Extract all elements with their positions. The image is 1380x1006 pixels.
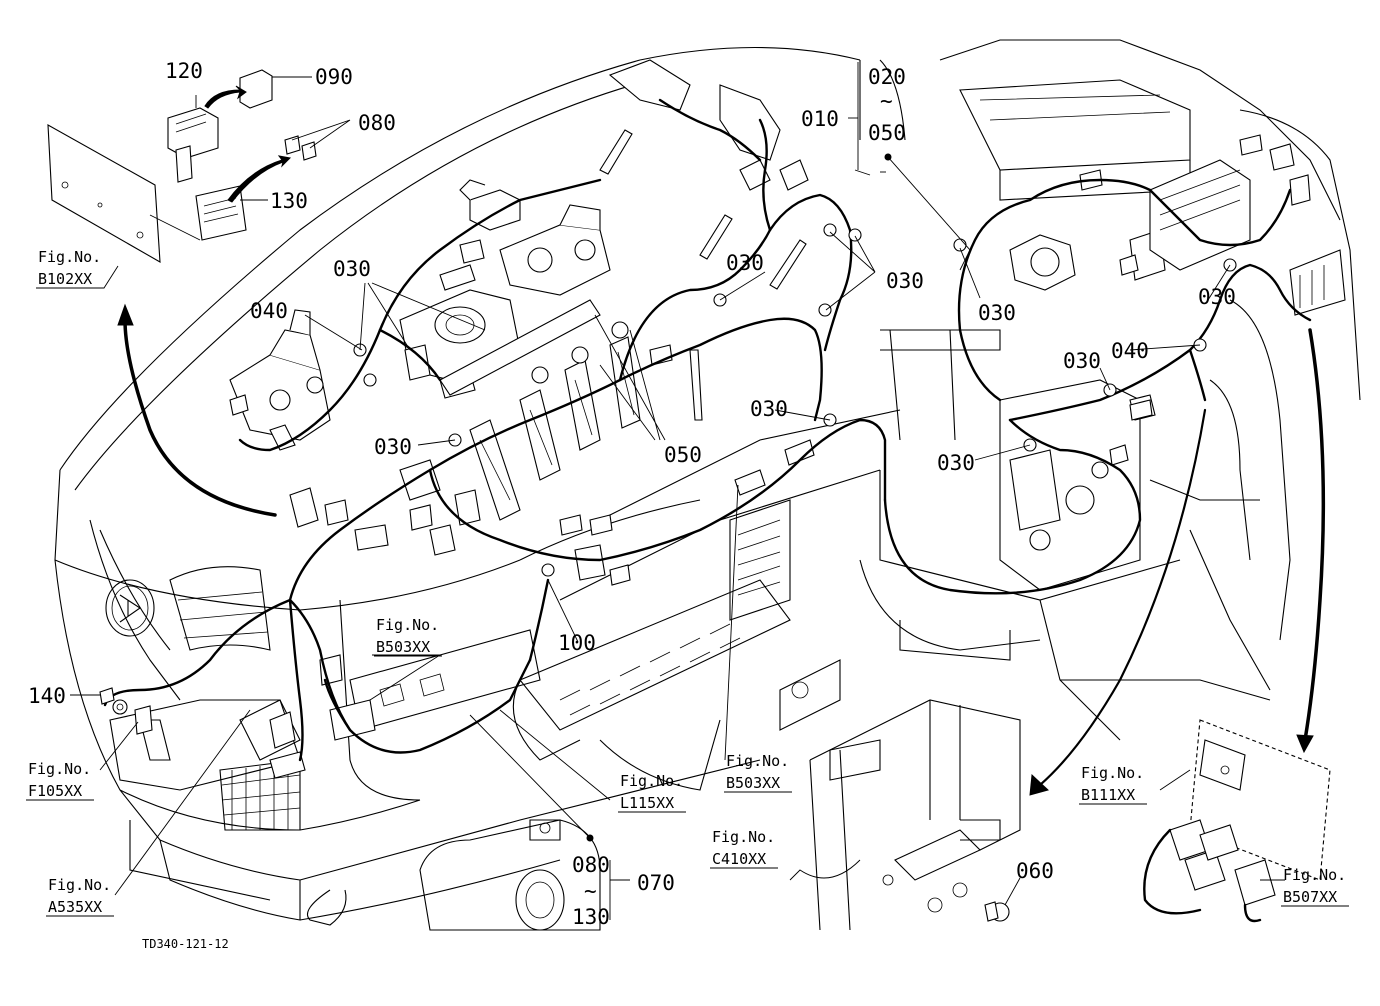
fig-ref-b503-left: Fig.No. B503XX <box>376 616 439 656</box>
fig-ref-b503-mid-code: B503XX <box>726 774 780 792</box>
fig-ref-a535: Fig.No. A535XX <box>46 876 114 917</box>
fig-ref-c410-code: C410XX <box>712 850 766 868</box>
callout-010: 010 <box>801 107 839 131</box>
callout-120: 120 <box>165 59 203 83</box>
glow-plugs <box>599 129 807 421</box>
callout-020: 020 <box>868 65 906 89</box>
fig-ref-l115-prefix: Fig.No. <box>620 772 683 790</box>
small-connectors <box>134 169 1153 779</box>
fig-ref-f105: Fig.No. F105XX <box>26 760 94 801</box>
fig-ref-f105-prefix: Fig.No. <box>28 760 91 778</box>
fig-ref-l115: Fig.No. L115XX <box>618 772 686 813</box>
fig-ref-b503-mid: Fig.No. B503XX <box>724 752 792 793</box>
callout-030-c: 030 <box>886 269 924 293</box>
callout-140: 140 <box>28 684 66 708</box>
callout-100: 100 <box>558 631 596 655</box>
fig-ref-b102: Fig.No. B102XX <box>36 248 119 289</box>
callout-030-g: 030 <box>750 397 788 421</box>
callout-080-top: 080 <box>358 111 396 135</box>
callout-040-right: 040 <box>1111 339 1149 363</box>
fig-ref-c410-prefix: Fig.No. <box>712 828 775 846</box>
callout-090: 090 <box>315 65 353 89</box>
fig-ref-b507-prefix: Fig.No. <box>1283 866 1346 884</box>
reference-arrows <box>117 303 1326 796</box>
callout-070: 070 <box>637 871 675 895</box>
fig-ref-b111-code: B111XX <box>1081 786 1135 804</box>
relay-120 <box>167 107 219 159</box>
fuse-080b <box>301 141 317 161</box>
kubota-emblem-icon <box>105 579 155 637</box>
drawing-id: TD340-121-12 <box>142 937 229 951</box>
grille <box>89 519 301 831</box>
callout-030-i: 030 <box>937 451 975 475</box>
cab-frame <box>859 39 1361 741</box>
fig-ref-b102-prefix: Fig.No. <box>38 248 101 266</box>
fuse-080a <box>284 135 301 155</box>
callout-030-a: 030 <box>333 257 371 281</box>
fig-ref-c410: Fig.No. C410XX <box>710 828 778 869</box>
callout-030-e: 030 <box>1198 285 1236 309</box>
callout-050-mid: 050 <box>664 443 702 467</box>
fig-ref-a535-code: A535XX <box>48 898 102 916</box>
wiring-harness <box>103 98 1312 762</box>
injector-rail <box>439 299 641 521</box>
callout-020-tilde: ~ <box>880 89 893 113</box>
figure-references: Fig.No. B102XX Fig.No. B503XX Fig.No. F1… <box>26 248 1349 917</box>
fig-ref-b111: Fig.No. B111XX <box>1079 764 1147 805</box>
lower-assembly <box>306 819 601 931</box>
callout-060: 060 <box>1016 859 1054 883</box>
callout-130-bottom: 130 <box>572 905 610 929</box>
fig-ref-b507-code: B507XX <box>1283 888 1337 906</box>
fuel-pump <box>229 309 331 451</box>
battery-area <box>109 629 541 791</box>
bracket-assembly-c410 <box>779 659 1021 931</box>
callout-030-f: 030 <box>1063 349 1101 373</box>
callout-030-b: 030 <box>726 251 764 275</box>
fuse-090 <box>239 69 273 109</box>
inset-fuse-panel <box>47 69 317 263</box>
fig-ref-l115-code: L115XX <box>620 794 674 812</box>
fig-ref-b102-code: B102XX <box>38 270 92 288</box>
callout-labels: 120 090 080 130 010 020 ~ 050 030 040 03… <box>28 59 1236 929</box>
callout-080-bottom: 080 <box>572 853 610 877</box>
fig-ref-b503-mid-prefix: Fig.No. <box>726 752 789 770</box>
callout-030-d: 030 <box>978 301 1016 325</box>
callout-080-tilde: ~ <box>584 879 597 903</box>
fig-ref-b111-prefix: Fig.No. <box>1081 764 1144 782</box>
relay-panel-b111 <box>1143 719 1331 923</box>
fig-ref-a535-prefix: Fig.No. <box>48 876 111 894</box>
callout-050-top: 050 <box>868 121 906 145</box>
leader-lines <box>70 62 1285 920</box>
callout-130-top: 130 <box>270 189 308 213</box>
callout-040-left: 040 <box>250 299 288 323</box>
fig-ref-b503-left-code: B503XX <box>376 638 430 656</box>
fig-ref-b503-left-prefix: Fig.No. <box>376 616 439 634</box>
muffler-grate <box>512 499 791 791</box>
fig-ref-f105-code: F105XX <box>28 782 82 800</box>
callout-030-h: 030 <box>374 435 412 459</box>
fig-ref-b507: Fig.No. B507XX <box>1281 866 1349 907</box>
right-side-components <box>999 134 1346 591</box>
